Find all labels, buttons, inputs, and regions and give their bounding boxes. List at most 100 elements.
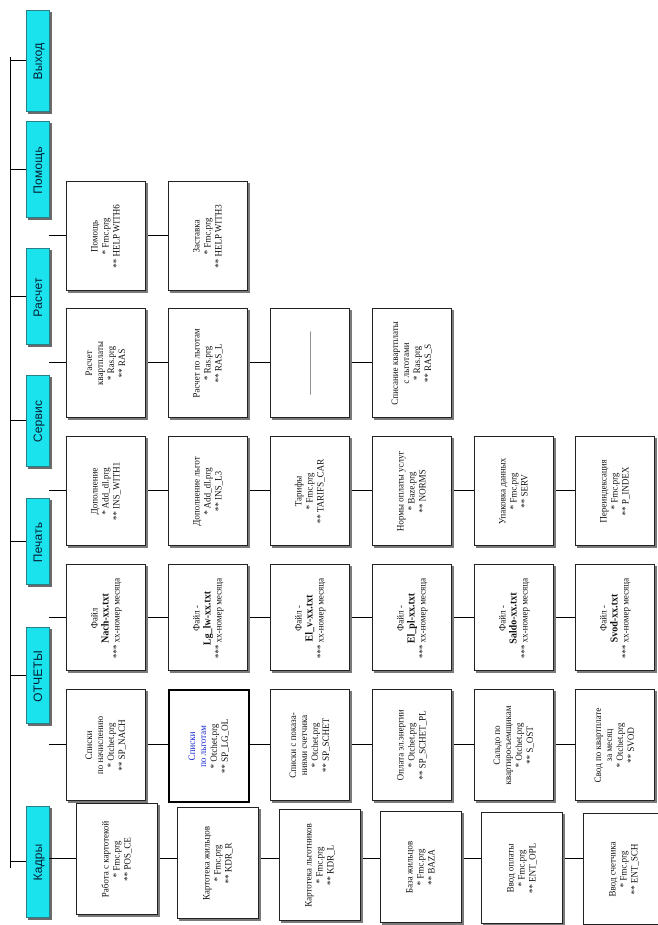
- menu-item-line: Дополнение льгот: [191, 456, 202, 526]
- menu-item-box[interactable]: Файл -Lg_lw-xx.txt*** xx-номер месяца: [168, 564, 248, 671]
- menu-item-line: Списание квартплаты: [390, 321, 400, 405]
- menu-item-text: Тарифы* Fmc.prg** TARIFS_CAR: [294, 459, 327, 523]
- menu-item-line: * Fmc.prg: [100, 217, 111, 255]
- menu-item-box[interactable]: Оплата эл.энергии* Otchet.prg** SP_SCHET…: [372, 689, 452, 801]
- menu-item-box[interactable]: Списки с показа-ниями счетчика* Otchet.p…: [270, 689, 350, 801]
- menu-item-box[interactable]: Дополнение льгот* Add_dl.prg** INS_L3: [168, 436, 248, 546]
- menu-item-line: * Add_dl.prg: [100, 467, 111, 515]
- column-connector-pechat: [49, 617, 653, 618]
- menu-item-line: * Otchet.prg: [310, 722, 320, 768]
- menu-item-text: Оплата эл.энергии* Otchet.prg** SP_SCHET…: [396, 710, 429, 781]
- menu-item-line: * Fmc.prg: [516, 849, 527, 887]
- spine-connector-vyhod: [10, 60, 26, 61]
- menu-item-line: ниями счетчика: [299, 714, 309, 776]
- menu-item-text: Ввод оплаты* Fmc.prg** ENT_OPL: [506, 843, 539, 893]
- menu-item-line: Файл -: [191, 604, 202, 631]
- menu-item-line: *** xx-номер месяца: [519, 577, 530, 658]
- menu-item-box[interactable]: Картотека жильцов* Fmc.prg** KDR_R: [177, 807, 259, 919]
- menu-item-text: Нормы оплаты услуг* Baze.prg** NORMS: [396, 451, 429, 531]
- menu-item-line: ** SVOD: [626, 727, 636, 763]
- menu-item-box[interactable]: Файл -El_pl-xx.txt*** xx-номер месяца: [372, 564, 452, 671]
- menu-item-box[interactable]: Файл -Saldo-xx.txt*** xx-номер месяца: [474, 564, 554, 671]
- menu-item-box[interactable]: ———————: [270, 308, 350, 418]
- menu-item-box[interactable]: Помощь* Fmc.prg** HELP WITH6: [66, 181, 146, 291]
- menu-item-box[interactable]: Переиндексация* Fmc.prg** P_INDEX: [575, 436, 655, 546]
- menu-tab-kadry[interactable]: Кадры: [26, 806, 50, 918]
- menu-item-line: ** RAS_L: [213, 343, 224, 383]
- menu-item-line: Упаковка данных: [497, 457, 508, 525]
- menu-item-text: База жильцов* Fmc.prg** BAZA: [405, 841, 438, 893]
- menu-tab-pechat[interactable]: Печать: [26, 498, 50, 585]
- menu-item-line: ** BAZA: [426, 849, 437, 885]
- menu-item-box[interactable]: Ввод оплаты* Fmc.prg** ENT_OPL: [481, 812, 563, 924]
- menu-item-box[interactable]: Тарифы* Fmc.prg** TARIFS_CAR: [270, 436, 350, 546]
- menu-item-line: База жильцов: [404, 840, 415, 894]
- menu-item-line: * Fmc.prg: [609, 472, 620, 510]
- menu-item-box[interactable]: Файл -Svod-xx.txt*** xx-номер месяца: [575, 564, 655, 671]
- menu-tab-servis[interactable]: Сервис: [26, 375, 50, 467]
- menu-item-line: * Fmc.prg: [304, 472, 315, 510]
- menu-item-box[interactable]: Картотека льготников* Fmc.prg** KDR_L: [279, 809, 361, 921]
- menu-item-box[interactable]: Заставка* Fmc.prg** HELP WITH3: [168, 181, 248, 291]
- menu-item-line: ** SP_SCHET: [321, 717, 331, 773]
- menu-item-text: Дополнение льгот* Add_dl.prg** INS_L3: [192, 456, 225, 525]
- menu-item-line: Заставка: [191, 219, 202, 253]
- menu-item-line: *** xx-номер месяца: [620, 577, 631, 658]
- menu-item-text: Файл -El_pl-xx.txt*** xx-номер месяца: [396, 577, 429, 657]
- menu-item-text: Списки с показа-ниями счетчика* Otchet.p…: [288, 712, 332, 777]
- menu-item-line: ** KDR_R: [223, 842, 234, 884]
- menu-item-line: Lg_lw-xx.txt: [202, 590, 214, 645]
- menu-item-box[interactable]: Ввод счетчика* Fmc.prg** ENT_SCH: [583, 813, 658, 925]
- menu-item-box[interactable]: Расчет по льготам* Ras.prg** RAS_L: [168, 308, 248, 418]
- spine-connector-pomosch: [10, 169, 26, 170]
- menu-item-line: * Ras.prg: [412, 345, 422, 381]
- menu-item-text: Картотека жильцов* Fmc.prg** KDR_R: [202, 826, 235, 900]
- menu-item-box[interactable]: Нормы оплаты услуг* Baze.prg** NORMS: [372, 436, 452, 546]
- menu-item-line: ** INS_WITH1: [111, 461, 122, 521]
- menu-item-line: ** SP_NACH: [117, 719, 127, 771]
- menu-item-text: Файл -Lg_lw-xx.txt*** xx-номер месяца: [192, 577, 225, 657]
- menu-item-line: Svod-xx.txt: [609, 593, 621, 642]
- menu-item-line: ** RAS_S: [423, 343, 433, 383]
- menu-tab-label: Помощь: [31, 145, 45, 194]
- menu-tab-vyhod[interactable]: Выход: [26, 10, 50, 112]
- menu-item-box[interactable]: База жильцов* Fmc.prg** BAZA: [380, 811, 462, 923]
- menu-item-line: * Otchet.prg: [514, 722, 524, 768]
- spine-connector-otchety: [10, 675, 26, 676]
- menu-item-line: за месяц: [604, 728, 614, 762]
- menu-item-text: Картотека льготников* Fmc.prg** KDR_L: [304, 823, 337, 907]
- menu-tab-pomosch[interactable]: Помощь: [26, 121, 50, 218]
- menu-item-box[interactable]: Файл -El_v-xx.txt*** xx-номер месяца: [270, 564, 350, 671]
- menu-tab-label: Печать: [31, 521, 45, 562]
- menu-item-line: Тарифы: [293, 475, 304, 507]
- menu-item-line: Оплата эл.энергии: [395, 709, 406, 781]
- menu-tab-raschet[interactable]: Расчет: [26, 248, 50, 345]
- menu-item-line: ** INS_L3: [213, 470, 224, 512]
- menu-tab-otchety[interactable]: ОТЧЕТЫ: [26, 627, 50, 724]
- menu-item-line: Файл -: [395, 604, 406, 631]
- spine-connector-pechat: [10, 541, 26, 542]
- menu-item-box[interactable]: Работа с картотекой* Fmc.prg** POS_CE: [76, 803, 158, 915]
- menu-item-line: ** SP_LG_OL: [220, 718, 230, 774]
- menu-item-box[interactable]: Дополнение* Add_dl.prg** INS_WITH1: [66, 436, 146, 546]
- menu-item-box[interactable]: Упаковка данных* Fmc.prg** SERV: [474, 436, 554, 546]
- menu-item-line: Файл: [89, 607, 100, 628]
- menu-item-line: * Fmc.prg: [314, 846, 325, 884]
- menu-item-line: по начислению: [95, 715, 105, 775]
- menu-item-text: Дополнение* Add_dl.prg** INS_WITH1: [90, 462, 123, 520]
- menu-item-line: Расчет: [84, 350, 94, 376]
- menu-item-line: Списки с показа-: [288, 712, 298, 778]
- column-connector-servis: [49, 490, 653, 491]
- menu-item-line: Картотека жильцов: [201, 825, 212, 901]
- menu-item-line: * Add_dl.prg: [202, 467, 213, 515]
- column-connector-otchety: [49, 744, 653, 745]
- menu-item-line: * Ras.prg: [106, 345, 116, 381]
